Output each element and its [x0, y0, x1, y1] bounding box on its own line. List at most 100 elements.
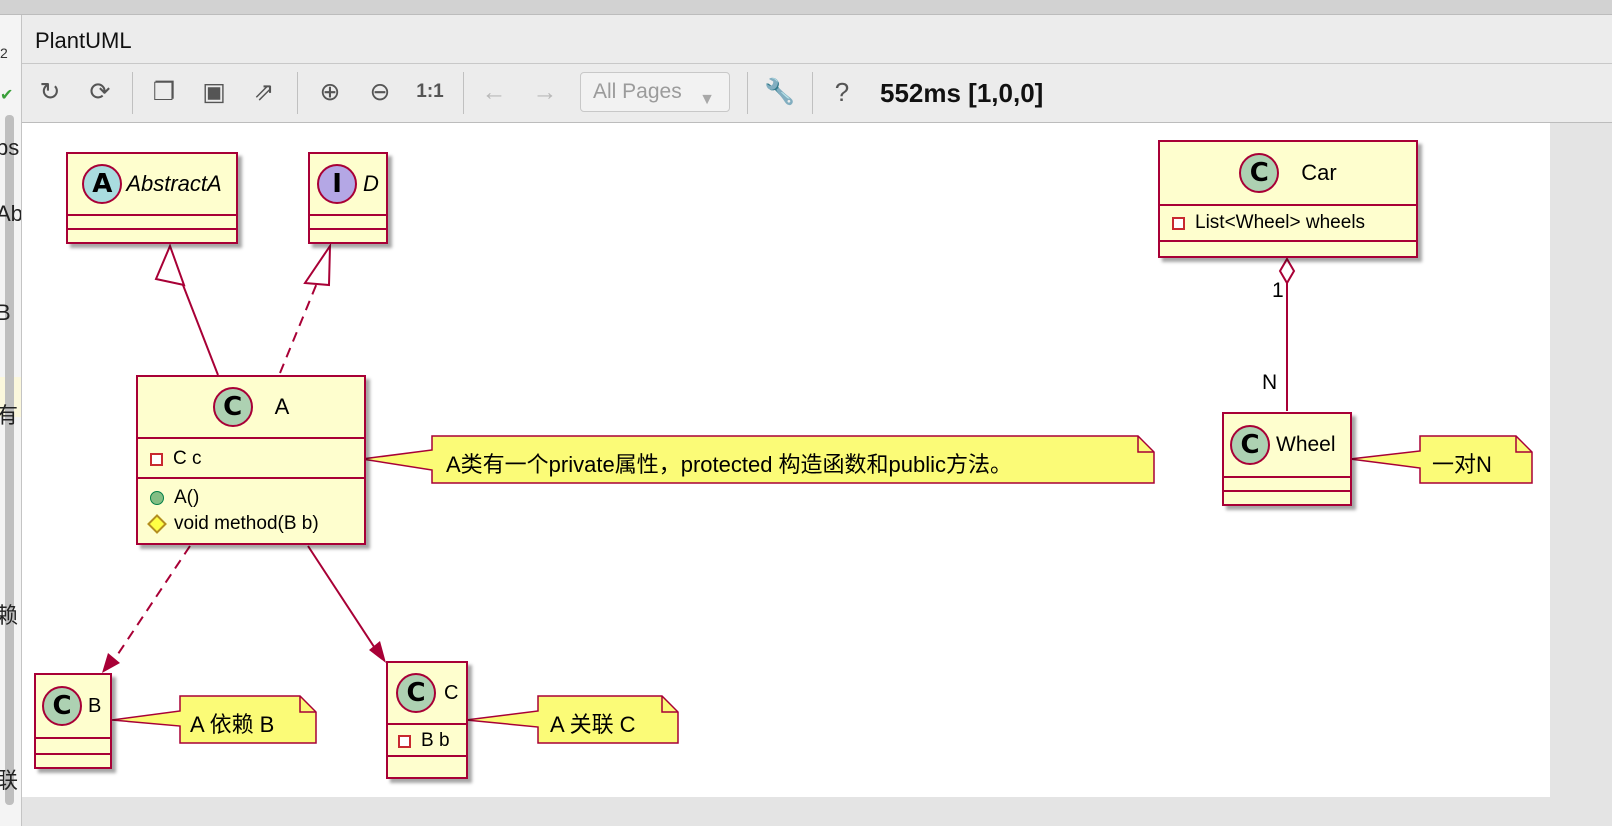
dependency-edge	[107, 545, 191, 670]
class-a[interactable]: C A C c A() void method(B b)	[136, 375, 366, 545]
refresh-icon[interactable]: ↻	[39, 78, 61, 106]
wrench-icon[interactable]: 🔧	[764, 77, 796, 106]
method-text: void method(B b)	[174, 513, 319, 534]
class-name: A	[274, 394, 290, 419]
class-c[interactable]: C C B b	[386, 661, 468, 779]
class-name: Car	[1301, 160, 1337, 185]
fields-section	[68, 216, 236, 230]
multiplicity-wheel: N	[1262, 371, 1278, 394]
fields-section	[36, 739, 110, 755]
interface-stereotype-icon: I	[317, 164, 358, 204]
private-icon	[150, 452, 163, 466]
page-select-value: All Pages	[593, 80, 682, 103]
toolbar-separator	[812, 72, 813, 114]
note-wheel-shape	[1349, 435, 1533, 484]
methods-section	[1160, 242, 1416, 256]
fields-section	[310, 216, 386, 230]
class-name: D	[363, 171, 379, 196]
note-c-text: A 关联 C	[550, 712, 636, 737]
realization-edge	[279, 282, 318, 374]
fields-section: B b	[388, 725, 466, 757]
methods-section	[68, 230, 236, 242]
arrow-left-icon[interactable]: ←	[481, 77, 507, 106]
gutter-glyph: 有	[0, 398, 18, 430]
private-icon	[398, 734, 411, 748]
export-icon[interactable]: ⇗	[253, 78, 275, 106]
page-select[interactable]: All Pages ▼	[580, 72, 730, 112]
dependency-arrowhead	[102, 653, 120, 673]
note-a-shape	[361, 435, 1155, 484]
private-icon	[1172, 216, 1185, 230]
note-a-text: A类有一个private属性，protected 构造函数和public方法。	[446, 452, 1013, 477]
multiplicity-car: 1	[1272, 279, 1284, 302]
class-b[interactable]: C B	[34, 673, 112, 769]
interface-d[interactable]: I D	[308, 152, 388, 244]
toolbar-separator	[463, 72, 464, 114]
zoom-out-icon[interactable]: ⊖	[369, 78, 391, 106]
help-button[interactable]: ?	[834, 76, 850, 107]
class-stereotype-icon: C	[1239, 153, 1280, 193]
field-text: List<Wheel> wheels	[1195, 212, 1366, 233]
toolbar: ↻ ⟳ ❐ ▣ ⇗ ⊕ ⊖ 1:1 ← → All Pages ▼ 🔧 ? 55…	[22, 64, 1612, 123]
gutter-glyph: 赖	[0, 598, 18, 630]
class-name: B	[88, 694, 102, 717]
gutter-glyph: 联	[0, 763, 18, 795]
class-abstracta[interactable]: A AbstractA	[66, 152, 238, 244]
class-car[interactable]: C Car List<Wheel> wheels	[1158, 140, 1418, 258]
zoom-reset-button[interactable]: 1:1	[416, 81, 444, 102]
gutter-glyph: 2	[0, 45, 8, 61]
inheritance-arrowhead	[154, 243, 186, 287]
tool-window-header: PlantUML	[22, 15, 1612, 64]
note-c-shape	[465, 695, 679, 744]
note-b-shape	[111, 695, 317, 744]
class-wheel[interactable]: C Wheel	[1222, 412, 1352, 506]
toolbar-separator	[747, 72, 748, 114]
methods-section	[310, 230, 386, 242]
class-name: AbstractA	[126, 171, 222, 196]
methods-section: A() void method(B b)	[138, 479, 364, 543]
editor-gutter: 2 ✔ bs Ab B 有 赖 联	[0, 15, 22, 826]
save-icon[interactable]: ▣	[202, 78, 226, 106]
toolbar-separator	[132, 72, 133, 114]
vertical-scrollbar[interactable]	[5, 115, 14, 805]
association-edge	[307, 545, 383, 660]
window-top-strip	[0, 0, 1612, 15]
field-row: B b	[388, 728, 466, 754]
field-row: C c	[138, 446, 364, 472]
class-stereotype-icon: C	[396, 673, 436, 713]
methods-section	[388, 757, 466, 773]
fields-section: List<Wheel> wheels	[1160, 206, 1416, 242]
class-stereotype-icon: C	[212, 387, 253, 427]
method-text: A()	[174, 487, 200, 508]
note-b-text: A 依赖 B	[190, 712, 275, 737]
field-text: C c	[173, 448, 202, 469]
gutter-glyph: bs	[0, 135, 20, 160]
method-row: void method(B b)	[138, 511, 364, 537]
class-stereotype-icon: C	[1230, 425, 1270, 465]
chevron-down-icon: ▼	[699, 91, 715, 108]
arrow-right-icon[interactable]: →	[532, 77, 558, 106]
methods-section	[36, 755, 110, 767]
methods-section	[1224, 492, 1350, 504]
abstract-stereotype-icon: A	[82, 164, 123, 204]
diagram-canvas: A AbstractA I D C A C c A() void method(…	[22, 123, 1550, 797]
fields-section	[1224, 478, 1350, 492]
field-text: B b	[421, 730, 450, 751]
check-icon: ✔	[0, 87, 14, 104]
gutter-glyph: B	[0, 300, 11, 326]
diagram-connectors	[102, 242, 1533, 744]
render-status: 552ms [1,0,0]	[880, 78, 1044, 108]
fields-section: C c	[138, 439, 364, 479]
panel-title: PlantUML	[35, 28, 132, 53]
copy-icon[interactable]: ❐	[152, 78, 176, 106]
zoom-in-icon[interactable]: ⊕	[319, 78, 341, 106]
aggregation-diamond	[1278, 257, 1296, 285]
toolbar-separator	[297, 72, 298, 114]
public-icon	[150, 491, 164, 505]
reload-icon[interactable]: ⟳	[89, 78, 111, 106]
inheritance-edge	[182, 284, 219, 376]
class-name: Wheel	[1276, 433, 1336, 456]
association-arrowhead	[369, 641, 386, 663]
protected-icon	[147, 514, 167, 534]
class-stereotype-icon: C	[42, 686, 82, 726]
